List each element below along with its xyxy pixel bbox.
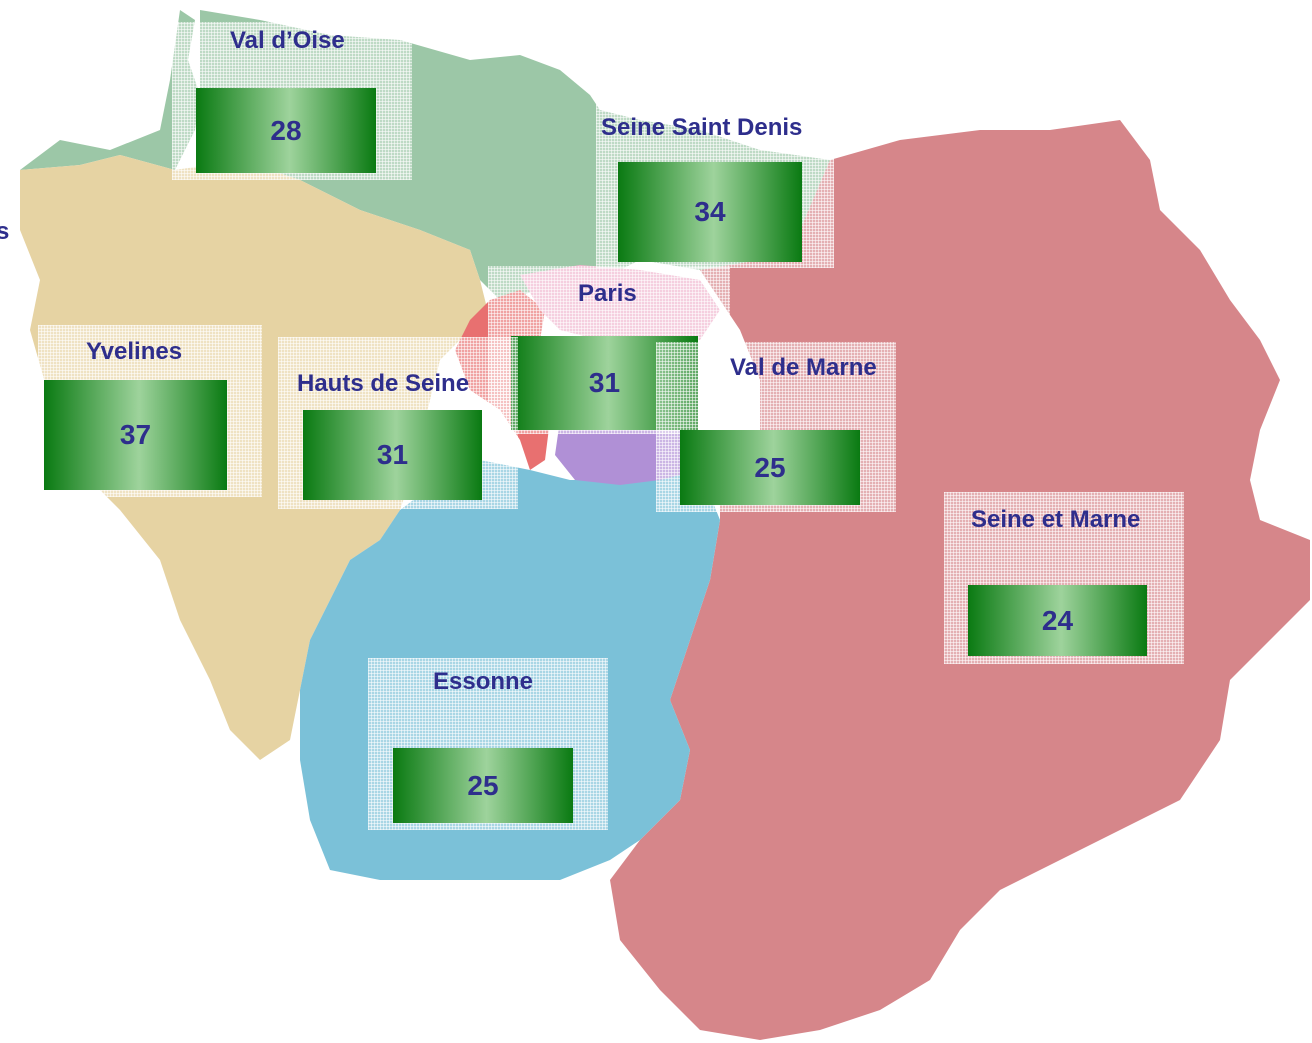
value-box[interactable]: 34 xyxy=(618,162,802,262)
dept-name: Essonne xyxy=(433,668,534,695)
edge-cut-label: s xyxy=(0,218,10,245)
value-box[interactable]: 31 xyxy=(303,410,482,500)
dept-value: 31 xyxy=(588,367,621,398)
value-box[interactable]: 37 xyxy=(44,380,227,490)
dept-value: 34 xyxy=(694,196,726,227)
dept-name: Seine et Marne xyxy=(971,506,1141,533)
dept-name: Val d’Oise xyxy=(230,27,345,54)
dept-name: Hauts de Seine xyxy=(297,370,470,397)
dept-name: Seine Saint Denis xyxy=(601,114,803,141)
dept-value: 37 xyxy=(119,419,152,450)
dept-value: 24 xyxy=(1041,604,1074,636)
dept-value: 28 xyxy=(270,114,302,146)
dept-name: Paris xyxy=(578,280,637,307)
dept-value: 25 xyxy=(754,451,786,483)
dept-name: Val de Marne xyxy=(730,354,877,381)
dept-name: Yvelines xyxy=(86,338,183,365)
value-box[interactable]: 24 xyxy=(968,585,1147,656)
value-box[interactable]: 28 xyxy=(196,88,376,173)
dept-value: 25 xyxy=(467,769,499,801)
dept-value: 31 xyxy=(376,439,409,470)
value-box[interactable]: 25 xyxy=(680,430,860,505)
value-box[interactable]: 25 xyxy=(393,748,573,823)
